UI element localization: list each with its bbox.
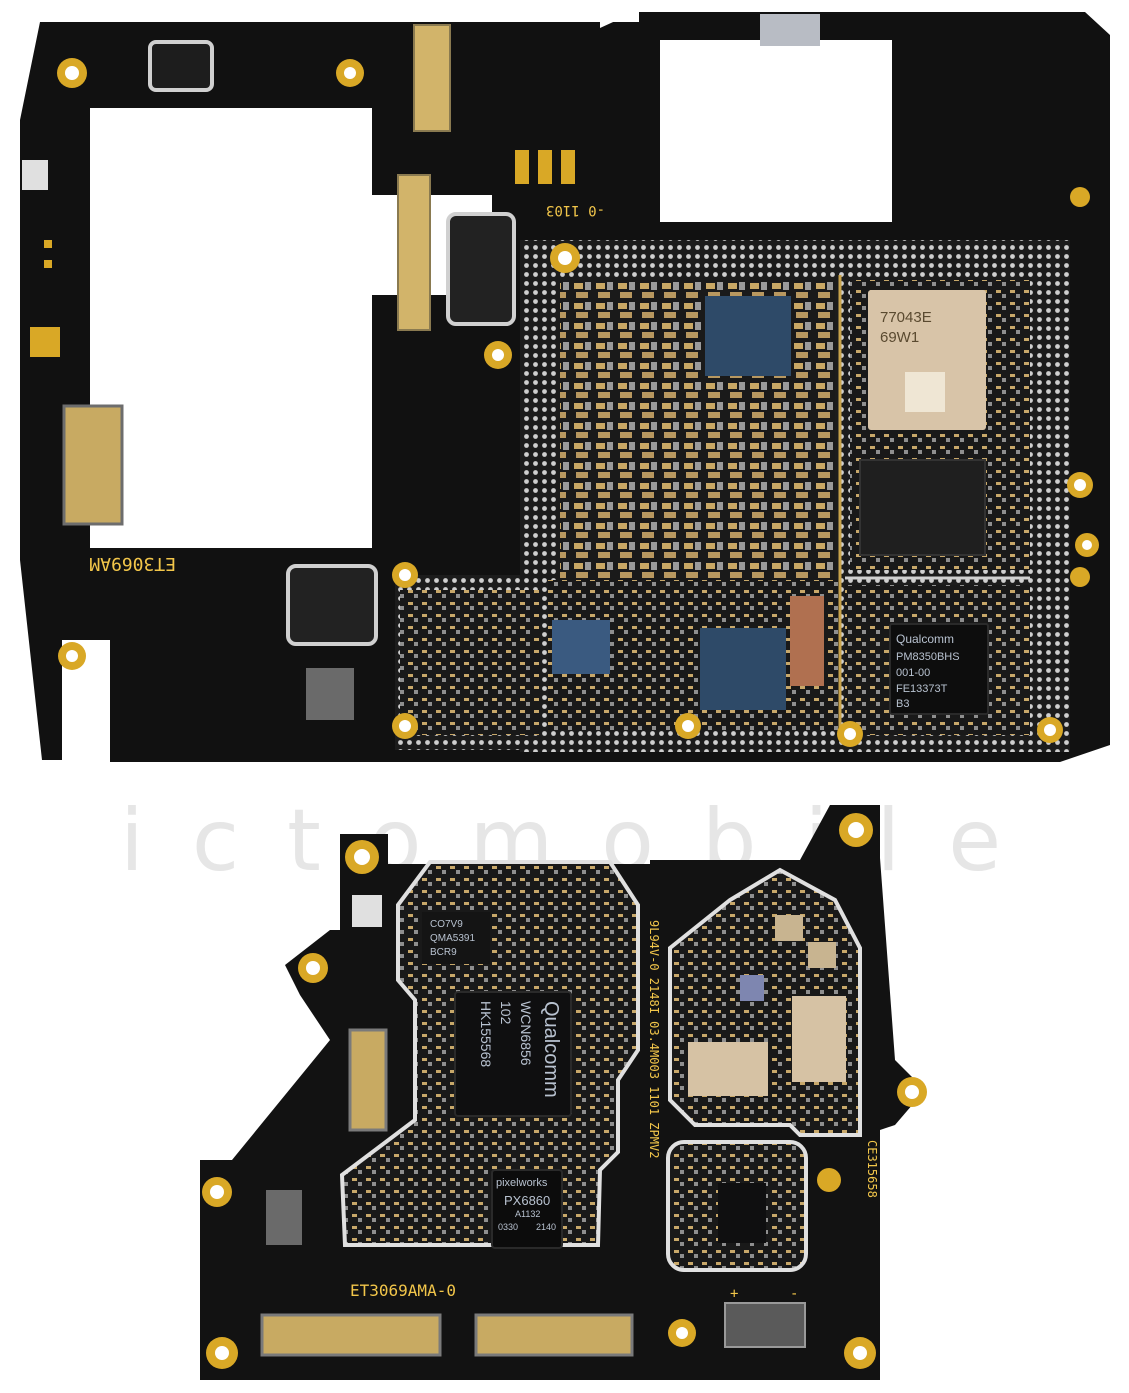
qualcomm-brand: Qualcomm — [540, 1001, 562, 1098]
main-board-model: ET3069AM — [89, 553, 176, 574]
polarity-plus: + — [730, 1286, 738, 1302]
pixelworks-line-2: A1132 — [515, 1209, 540, 1219]
connector-battery — [724, 1302, 806, 1348]
qr-code-main — [22, 160, 48, 190]
qualcomm-line-2: 102 — [498, 1001, 514, 1025]
sub-board-code: 9L94V-0 2148I 03.4M003 1101 ZPMV2 — [647, 920, 661, 1158]
beige-module-2 — [792, 996, 846, 1082]
qma-line-2: QMA5391 — [430, 933, 475, 944]
polarity-minus: - — [790, 1286, 798, 1302]
qma-chip: CO7V9 QMA5391 BCR9 — [422, 912, 490, 964]
connector-small — [306, 668, 354, 720]
rf-module-line-2: 69W1 — [880, 329, 919, 346]
pmic-line-4: B3 — [896, 698, 909, 710]
pixelworks-line-4: 2140 — [536, 1222, 556, 1232]
pixelworks-line-3: 0330 — [498, 1222, 518, 1232]
blue-chip-3 — [552, 620, 610, 674]
connector-left-mid — [397, 174, 431, 331]
pmic-line-3: FE13373T — [896, 683, 948, 695]
connector-left-vertical — [348, 1028, 388, 1132]
black-chip — [859, 459, 986, 556]
rf-module-chip: 77043E 69W1 — [868, 290, 986, 430]
pixelworks-line-1: PX6860 — [504, 1193, 550, 1208]
pixelworks-chip: pixelworks PX6860 A1132 0330 2140 — [491, 1169, 563, 1249]
blue-chip-2 — [700, 628, 786, 710]
rf-module-line-1: 77043E — [880, 309, 932, 326]
pmic-chip: Qualcomm PM8350BHS 001-00 FE13373T B3 — [889, 623, 989, 715]
qma-line-1: CO7V9 — [430, 919, 463, 930]
qualcomm-line-1: WCN6856 — [518, 1001, 534, 1066]
pixelworks-brand: pixelworks — [496, 1177, 548, 1189]
qma-line-3: BCR9 — [430, 947, 457, 958]
qr-code-sub — [352, 895, 382, 927]
qualcomm-wifi-chip: Qualcomm WCN6856 102 HK155568 — [454, 991, 572, 1117]
beige-module-1 — [688, 1042, 768, 1096]
qualcomm-line-3: HK155568 — [478, 1001, 494, 1067]
connector-left — [62, 404, 124, 526]
camera-cutout-right — [660, 40, 892, 222]
main-board: 77043E 69W1 Qualcomm PM8350BHS 001-00 FE… — [20, 8, 1110, 762]
pmic-line-1: PM8350BHS — [896, 651, 960, 663]
sub-board-cert: CE315658 — [865, 1140, 879, 1198]
connector-top — [413, 24, 451, 132]
camera-cutout-left — [90, 108, 372, 548]
connector-bottom-left — [260, 1313, 442, 1357]
sub-board-model: ET3069AMA-0 — [350, 1281, 456, 1300]
copper-pad — [790, 596, 824, 686]
dark-chip-small — [718, 1183, 766, 1243]
connector-bottom-right — [474, 1313, 634, 1357]
blue-chip-1 — [705, 296, 791, 376]
main-board-revision: -0 1103 — [546, 202, 605, 218]
sub-board: Qualcomm WCN6856 102 HK155568 CO7V9 QMA5… — [200, 805, 927, 1380]
pmic-brand: Qualcomm — [896, 632, 954, 646]
pmic-line-2: 001-00 — [896, 667, 930, 679]
